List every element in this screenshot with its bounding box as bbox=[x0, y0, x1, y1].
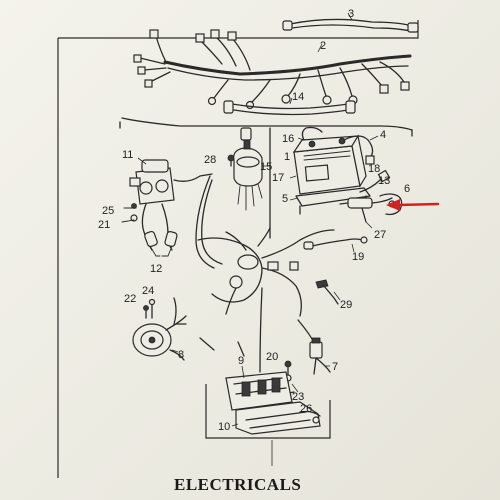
highlight-arrow bbox=[386, 199, 440, 211]
part-9-rectifier-board bbox=[225, 365, 293, 411]
part-7-stop-switch bbox=[309, 337, 331, 375]
parts-22-24-horn-fixings bbox=[143, 298, 156, 319]
loom-center-junction bbox=[197, 227, 335, 373]
callout-3: 3 bbox=[348, 8, 354, 20]
callout-25: 25 bbox=[102, 205, 114, 217]
callout-9: 9 bbox=[238, 355, 244, 367]
part-18-fuse-holder bbox=[359, 169, 391, 193]
callout-26: 26 bbox=[300, 403, 312, 415]
callout-12: 12 bbox=[150, 263, 162, 275]
diagram-branches bbox=[173, 297, 245, 357]
callout-4: 4 bbox=[380, 129, 386, 141]
callout-5: 5 bbox=[282, 193, 288, 205]
callout-14: 14 bbox=[292, 91, 304, 103]
part-10-regulator-tray bbox=[205, 384, 331, 439]
callout-1: 1 bbox=[284, 151, 290, 163]
part-13-fuse bbox=[339, 197, 393, 209]
callout-13: 13 bbox=[378, 175, 390, 187]
callout-8: 8 bbox=[178, 349, 184, 361]
callout-23: 23 bbox=[292, 391, 304, 403]
callout-11: 11 bbox=[122, 149, 133, 161]
callout-7: 7 bbox=[332, 361, 338, 373]
callout-15: 15 bbox=[260, 161, 272, 173]
part-3-wire-lead bbox=[282, 12, 419, 33]
part-1-battery bbox=[292, 134, 367, 195]
part-12-plug-leads bbox=[141, 203, 178, 257]
diagram-caption: ELECTRICALS bbox=[174, 475, 301, 494]
callout-10: 10 bbox=[218, 421, 230, 433]
part-4-battery-lead bbox=[343, 135, 379, 165]
part-11-ignition-coil bbox=[129, 157, 223, 269]
callout-20: 20 bbox=[266, 351, 278, 363]
part-28-screw bbox=[227, 154, 235, 167]
callout-24: 24 bbox=[142, 285, 154, 297]
callout-27: 27 bbox=[374, 229, 386, 241]
callout-22: 22 bbox=[124, 293, 136, 305]
part-19-earth-lead bbox=[303, 236, 368, 253]
callout-18: 18 bbox=[368, 163, 380, 175]
part-16-battery-strap bbox=[297, 126, 323, 141]
callout-2: 2 bbox=[320, 40, 326, 52]
parts-20-23-26-fixings bbox=[283, 360, 299, 395]
callout-16: 16 bbox=[282, 133, 294, 145]
callout-21: 21 bbox=[98, 219, 110, 231]
callout-17: 17 bbox=[272, 172, 284, 184]
part-8-horn bbox=[132, 315, 187, 361]
part-27-clip bbox=[361, 207, 373, 229]
diagram-tree bbox=[119, 117, 413, 239]
part-29-bolt bbox=[315, 279, 341, 305]
callout-28: 28 bbox=[204, 154, 216, 166]
part-14-secondary-harness bbox=[223, 97, 356, 116]
part-2-main-harness bbox=[133, 29, 412, 110]
callout-6: 6 bbox=[404, 183, 410, 195]
callout-19: 19 bbox=[352, 251, 364, 263]
part-15-ignition-switch bbox=[233, 127, 270, 211]
parts-25-21-fasteners bbox=[121, 203, 138, 223]
callout-29: 29 bbox=[340, 299, 352, 311]
